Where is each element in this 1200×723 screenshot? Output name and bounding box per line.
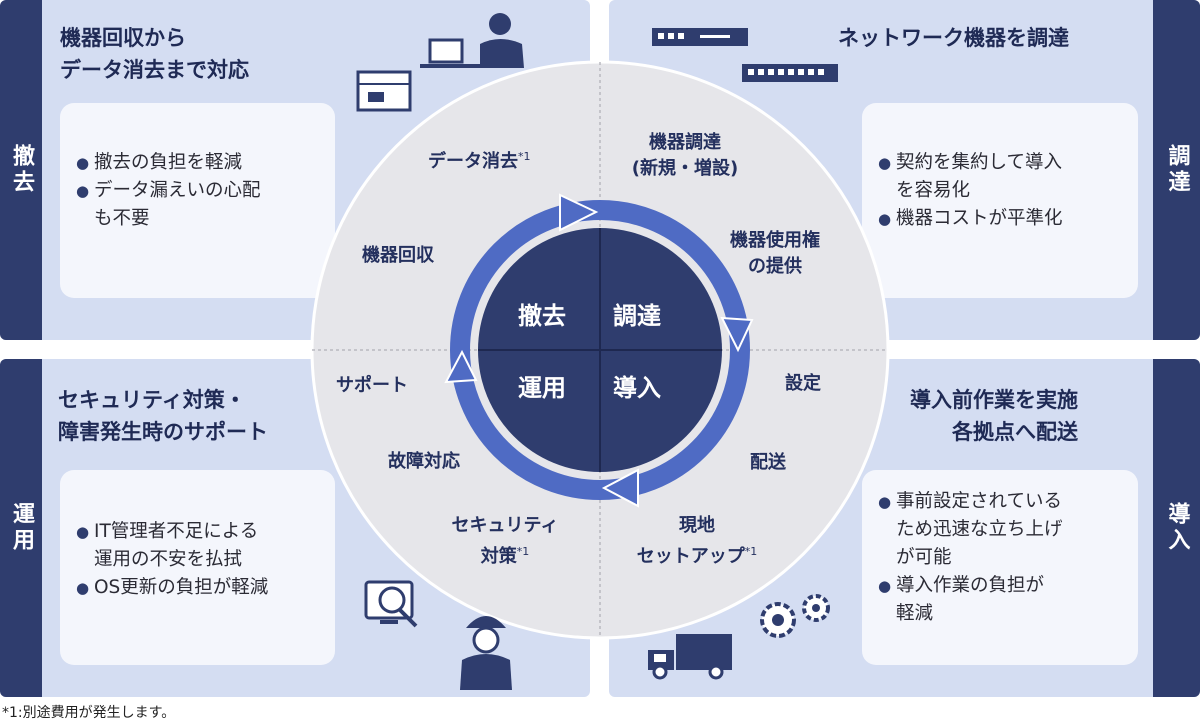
center-label-operation: 運用 xyxy=(518,374,566,402)
title-line: 障害発生時のサポート xyxy=(58,420,268,444)
step-support: サポート xyxy=(336,375,408,396)
step-label: 機器使用権 xyxy=(730,230,820,251)
center-label-procurement: 調達 xyxy=(613,302,661,330)
step-label: 現地 xyxy=(679,515,715,536)
title-line: データ消去まで対応 xyxy=(60,58,249,82)
title-line: セキュリティ対策・ xyxy=(58,388,246,412)
benefit-item-continuation: を容易化 xyxy=(896,180,971,201)
step-usage-rights: 機器使用権 の提供 xyxy=(720,228,830,280)
benefit-item: 機器コストが平準化 xyxy=(878,205,1122,233)
ring-arrow-left xyxy=(444,349,478,384)
step-config: 設定 xyxy=(785,373,821,394)
side-label-procurement: 調達 xyxy=(1153,0,1200,340)
benefit-item-continuation: も不要 xyxy=(94,208,150,229)
step-onsite-setup: 現地 セットアップ*1 xyxy=(612,513,782,570)
worker-icon xyxy=(460,616,512,690)
benefit-card-operation: IT管理者不足による 運用の不安を払拭 OS更新の負担が軽減 xyxy=(60,470,335,665)
title-operation: セキュリティ対策・ 障害発生時のサポート xyxy=(58,384,268,448)
footnote: *1:別途費用が発生します。 xyxy=(2,705,176,721)
center-label-introduction: 導入 xyxy=(613,374,661,402)
benefit-item: OS更新の負担が軽減 xyxy=(76,574,319,602)
network-switch-icon xyxy=(742,64,838,82)
footnote-marker: *1 xyxy=(516,545,530,558)
benefit-item-continuation: 運用の不安を払拭 xyxy=(94,549,243,570)
truck-icon xyxy=(648,634,732,680)
step-device-collection: 機器回収 xyxy=(362,245,434,266)
step-failure-response: 故障対応 xyxy=(388,451,460,472)
benefit-item: 契約を集約して導入 xyxy=(878,149,1122,177)
step-label: 機器調達 xyxy=(649,132,721,153)
gears-icon xyxy=(760,594,830,638)
title-procurement: ネットワーク機器を調達 xyxy=(838,26,1069,50)
step-label: (新規・増設) xyxy=(631,158,739,179)
network-switch-icon xyxy=(652,28,748,46)
step-delivery: 配送 xyxy=(750,452,786,473)
title-introduction: 導入前作業を実施 各拠点へ配送 xyxy=(910,384,1078,448)
benefit-item: IT管理者不足による xyxy=(76,518,319,546)
step-label: の提供 xyxy=(748,256,802,277)
benefit-card-introduction: 事前設定されている ため迅速な立ち上げ が可能 導入作業の負担が 軽減 xyxy=(862,470,1138,665)
center-label-removal: 撤去 xyxy=(518,302,566,330)
benefit-card-removal: 撤去の負担を軽減 データ漏えいの心配 も不要 xyxy=(60,103,335,298)
step-label: 対策 xyxy=(480,546,517,567)
side-label-removal: 撤去 xyxy=(0,0,42,340)
benefit-item: データ漏えいの心配 xyxy=(76,177,319,205)
package-box-icon xyxy=(356,70,412,112)
benefit-item-continuation: 軽減 xyxy=(896,603,934,624)
wheel-ring xyxy=(450,200,750,500)
benefit-item: 導入作業の負担が xyxy=(878,572,1122,600)
step-security: セキュリティ 対策*1 xyxy=(430,513,580,570)
title-line: 導入前作業を実施 xyxy=(910,388,1078,412)
title-removal: 機器回収から データ消去まで対応 xyxy=(60,22,249,86)
step-label: セットアップ xyxy=(636,546,745,567)
step-label: セキュリティ xyxy=(451,515,559,536)
step-data-erase: データ消去*1 xyxy=(428,144,531,175)
side-label-operation: 運用 xyxy=(0,359,42,697)
step-label: データ消去 xyxy=(428,151,518,172)
side-label-introduction: 導入 xyxy=(1153,359,1200,697)
title-line: 各拠点へ配送 xyxy=(952,420,1078,444)
title-line: 機器回収から xyxy=(60,26,186,50)
ring-arrow-top xyxy=(559,193,599,232)
benefit-item: 撤去の負担を軽減 xyxy=(76,149,319,177)
benefit-item: 事前設定されている xyxy=(878,488,1122,516)
laptop-user-icon xyxy=(420,13,524,68)
benefit-item-continuation: が可能 xyxy=(896,547,952,568)
ring-arrow-right xyxy=(720,316,754,353)
footnote-marker: *1 xyxy=(518,150,531,163)
footnote-marker: *1 xyxy=(744,545,758,558)
monitor-analytics-icon xyxy=(364,580,418,628)
step-procurement: 機器調達 (新規・増設) xyxy=(625,130,745,182)
benefit-item-continuation: ため迅速な立ち上げ xyxy=(896,519,1063,540)
benefit-card-procurement: 契約を集約して導入 を容易化 機器コストが平準化 xyxy=(862,103,1138,298)
ring-arrow-bottom xyxy=(601,468,639,508)
